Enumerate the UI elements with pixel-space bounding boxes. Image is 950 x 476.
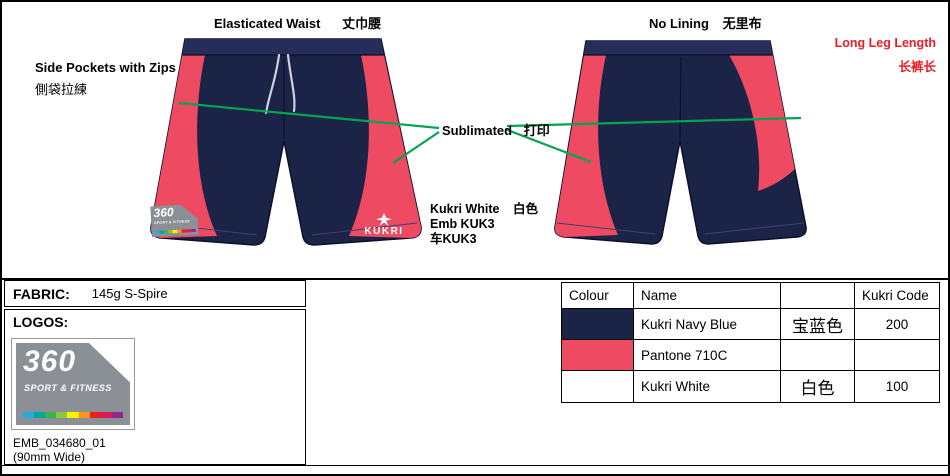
annotation-no-lining: No Lining 无里布: [649, 16, 762, 31]
logo-width-note: (90mm Wide): [13, 450, 86, 464]
color-name-red: Pantone 710C: [634, 340, 781, 371]
logo-file-name: EMB_034680_01: [13, 436, 106, 450]
logos-label: LOGOS:: [13, 314, 69, 330]
front-right-red-panel: [349, 55, 422, 238]
front-left-red-panel: [150, 55, 217, 238]
table-header-chinese: [781, 283, 855, 309]
annotation-sublimated: Sublimated 打印: [442, 123, 550, 138]
annotation-elasticated-waist: Elasticated Waist 丈巾腰: [214, 16, 382, 31]
fabric-value: 145g S-Spire: [91, 286, 168, 301]
color-zh-red: [781, 340, 855, 371]
logo-360-subtext: SPORT & FITNESS: [24, 383, 112, 393]
swatch-navy: [562, 309, 634, 340]
annotation-side-pockets: Side Pockets with Zips 側袋拉練: [35, 60, 176, 97]
fabric-box: FABRIC: 145g S-Spire: [4, 280, 306, 307]
badge-360-number: 360: [153, 205, 174, 221]
logo-360-number: 360: [23, 345, 77, 378]
drawing-area: 360 SPORT & FITNESS KUKRI: [2, 2, 948, 278]
color-code-navy: 200: [855, 309, 939, 340]
shorts-back-drawing: [554, 40, 807, 245]
badge-360-stripes: [155, 229, 196, 234]
logos-box: LOGOS: 360 SPORT & FITNESS EMB_034680_01…: [4, 309, 306, 465]
back-right-red-panel: [720, 41, 795, 191]
section-divider: [2, 278, 948, 280]
fabric-label: FABRIC:: [13, 285, 70, 302]
swatch-white: [562, 371, 634, 402]
back-waistband: [583, 41, 773, 55]
color-zh-navy: 宝蓝色: [781, 309, 855, 340]
color-name-white: Kukri White: [634, 371, 781, 402]
bottom-divider: [2, 465, 948, 466]
table-header-kukri-code: Kukri Code: [855, 283, 939, 309]
swatch-red: [562, 340, 634, 371]
color-code-white: 100: [885, 379, 909, 394]
logo-360-card: 360 SPORT & FITNESS: [11, 338, 135, 430]
table-header-colour: Colour: [562, 283, 634, 309]
kukri-wordmark: KUKRI: [364, 226, 404, 237]
color-table: Colour Name Kukri Code Kukri Navy Blue 宝…: [561, 282, 940, 403]
kukri-emblem-icon: [376, 213, 392, 226]
annotation-long-leg-length: Long Leg Length 长裤长: [834, 36, 936, 74]
annotation-kukri-white: Kukri White 白色 Emb KUK3 车KUK3: [430, 202, 538, 246]
logo-360-stripes: [23, 412, 123, 418]
logo-360: 360 SPORT & FITNESS: [16, 343, 130, 425]
color-code-red: [855, 340, 939, 371]
color-name-navy: Kukri Navy Blue: [634, 309, 781, 340]
kukri-logo: KUKRI: [352, 213, 416, 237]
color-zh-white: 白色: [781, 371, 855, 402]
table-header-name: Name: [634, 283, 781, 309]
front-waistband: [182, 39, 384, 55]
badge-360-subtext: SPORT & FITNESS: [154, 219, 190, 226]
shorts-front-drawing: [150, 38, 422, 246]
